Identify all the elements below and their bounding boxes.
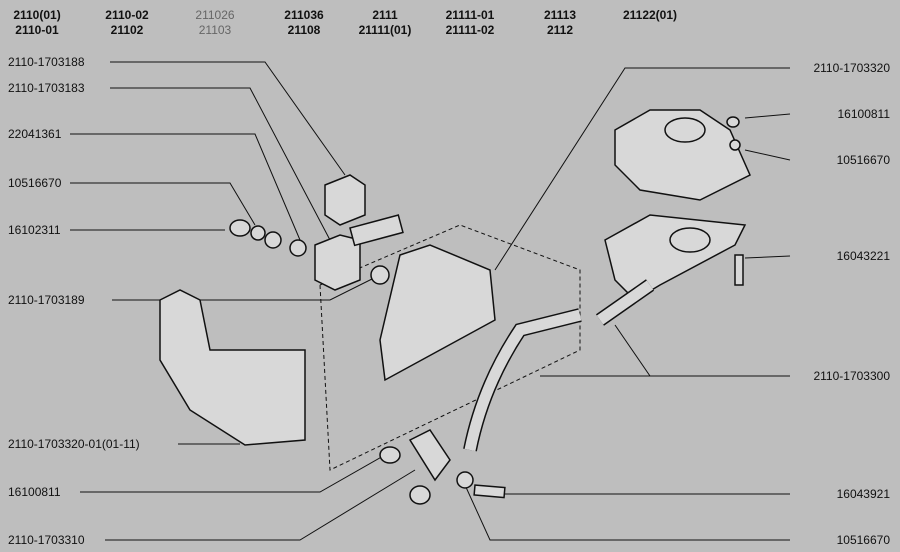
callout-left-2: 2110-1703183 [8,81,85,95]
callout-left-3: 22041361 [8,127,62,141]
model-code: 21111-02 [445,23,495,37]
model-code: 21102 [110,23,144,37]
model-code: 21103 [198,23,232,37]
model-col-8: 21122(01) [605,8,695,23]
callout-left-7: 2110-1703320-01(01-11) [8,437,140,451]
model-code: 21111-01 [445,8,495,22]
model-code: 21108 [287,23,321,37]
model-code: 21111(01) [358,23,412,37]
model-code: 2111 [372,8,398,22]
model-col-1: 2110(01)2110-01 [0,8,82,38]
model-code: 211036 [284,8,324,22]
model-code: 211026 [195,8,235,22]
callout-right-4: 16043221 [836,249,890,263]
callout-right-1: 2110-1703320 [813,61,890,75]
model-code: 2110-01 [15,23,59,37]
callout-right-6: 16043921 [836,487,890,501]
model-code: 2110(01) [13,8,61,22]
callout-left-9: 2110-1703310 [8,533,85,547]
callout-left-8: 16100811 [8,485,61,499]
callout-right-3: 10516670 [836,153,890,167]
callout-right-2: 16100811 [837,107,891,121]
model-code: 2112 [546,23,574,37]
model-code: 21122(01) [622,8,678,22]
callout-left-5: 16102311 [8,223,61,237]
callout-left-4: 10516670 [8,176,62,190]
callout-left-6: 2110-1703189 [8,293,85,307]
callout-left-1: 2110-1703188 [8,55,85,69]
callout-right-7: 10516670 [836,533,890,547]
model-code: 2110-02 [105,8,149,22]
model-code: 21113 [543,8,577,22]
callout-right-5: 2110-1703300 [813,369,890,383]
